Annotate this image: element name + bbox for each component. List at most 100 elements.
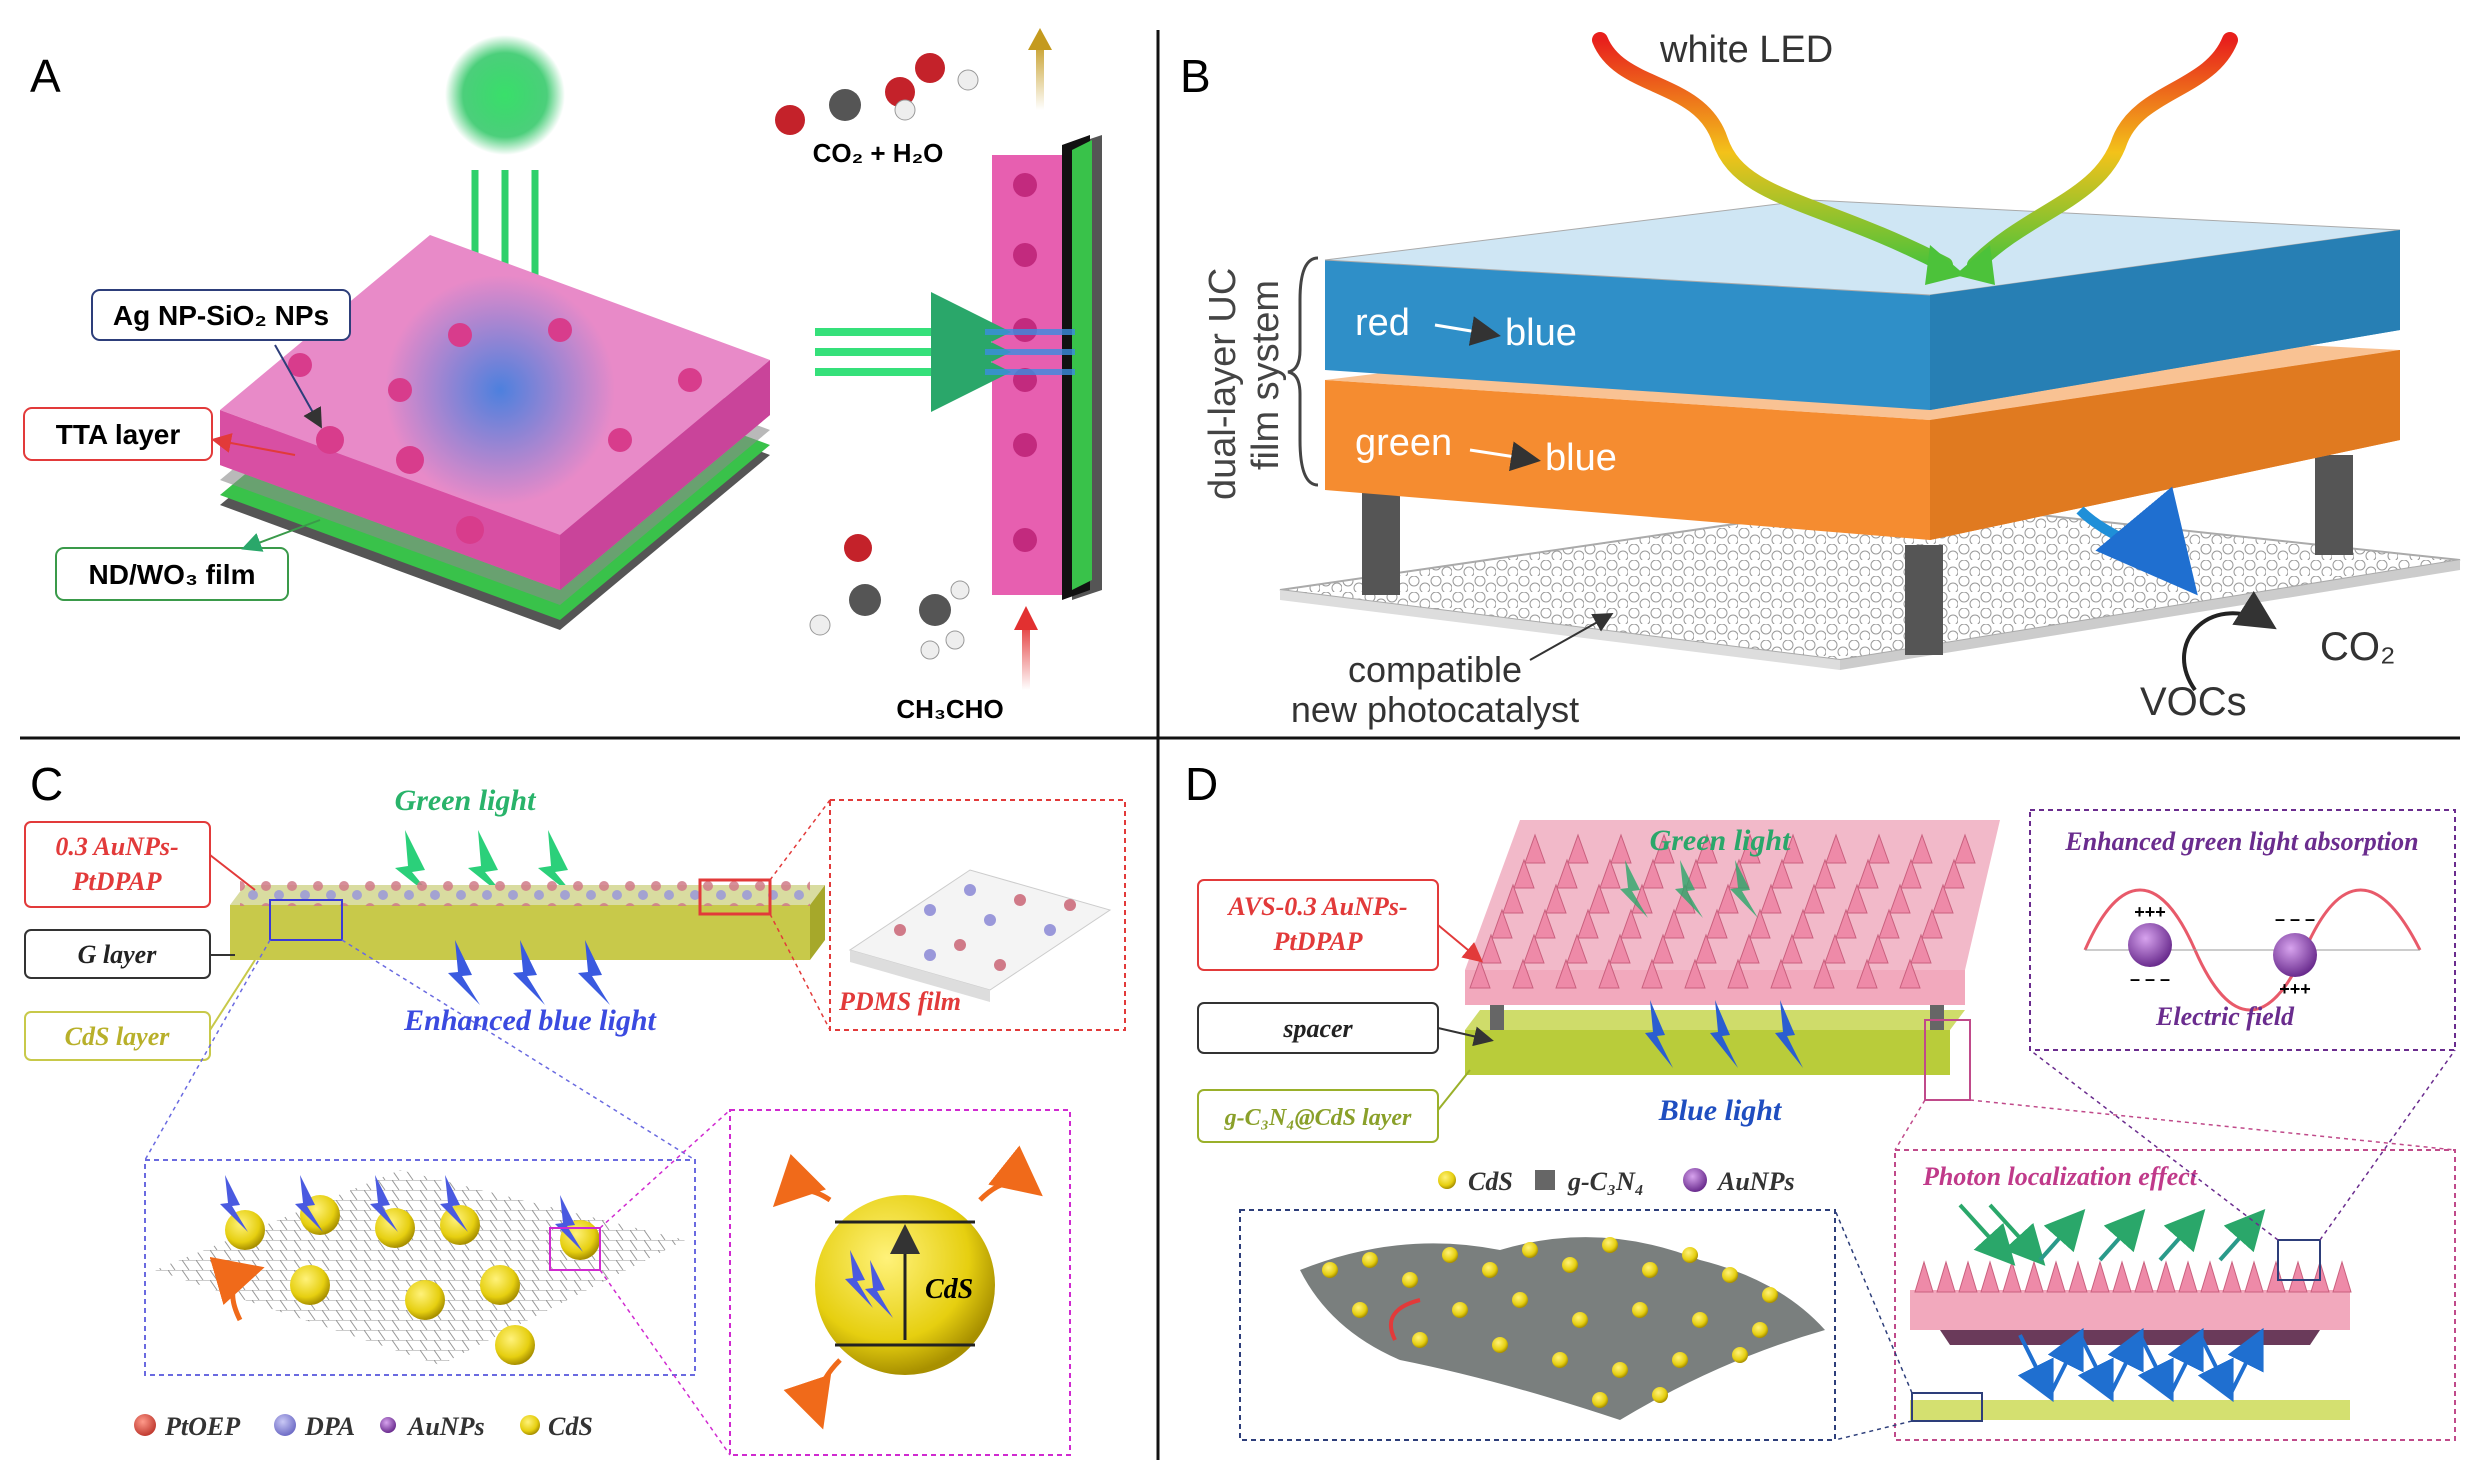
gcn-pointer	[1437, 1069, 1471, 1111]
spacer-post	[1930, 1005, 1944, 1030]
loc-cone	[1914, 1260, 1934, 1293]
loc-cone	[2024, 1260, 2044, 1293]
light-ray	[2167, 1327, 2204, 1396]
g-layer-label: G layer	[78, 940, 158, 969]
zoom-box-gcn	[1911, 1392, 1983, 1422]
photon-loc-label: Photon localization effect	[1922, 1162, 2198, 1191]
au-pointer	[209, 854, 256, 891]
zoom-box-cds	[269, 899, 343, 941]
cds-dot	[1612, 1362, 1628, 1378]
electron-out-arrow-left	[772, 1154, 832, 1208]
loc-cone	[2244, 1260, 2264, 1293]
cds-dot	[1562, 1257, 1578, 1273]
light-ray	[2038, 1209, 2086, 1262]
cone-array-surface	[1465, 820, 2000, 970]
panel-b-letter: B	[1180, 50, 1211, 102]
voc-to-co2-arrow	[2182, 590, 2277, 692]
d-legend-gcn: g-C₃N₄	[1567, 1167, 1644, 1196]
nanocone	[1491, 908, 1513, 939]
nanocone	[1899, 958, 1921, 989]
cds-dot	[1692, 1312, 1708, 1328]
nanocone	[1620, 908, 1642, 939]
red-label: red	[1355, 302, 1410, 344]
light-ray	[2107, 1327, 2144, 1396]
nanocone	[1684, 958, 1706, 989]
legend-marker-au	[1683, 1168, 1707, 1192]
nanocone	[1739, 833, 1761, 864]
co2-h2o-label: CO₂ + H₂O	[813, 138, 944, 168]
panel-d: D Green light Blue light AVS-0.3 AuNPs- …	[1185, 758, 2456, 1441]
light-ray	[1958, 1203, 2016, 1266]
loc-cone	[2266, 1260, 2286, 1293]
nanocone	[1545, 883, 1567, 914]
ag-np-clusters	[288, 318, 702, 544]
loc-light-rays	[1958, 1203, 2266, 1403]
nanocone	[1480, 933, 1502, 964]
loc-cone	[2332, 1260, 2352, 1293]
cds-dot	[1512, 1292, 1528, 1308]
loc-cone	[2112, 1260, 2132, 1293]
nanocone	[1512, 958, 1534, 989]
cds-dot	[1322, 1262, 1338, 1278]
tta-pointer	[211, 433, 296, 456]
red-blue-arrow	[1434, 316, 1501, 346]
nanocone-array	[1469, 833, 1976, 989]
cds-dot	[1592, 1392, 1608, 1408]
nanocone	[1642, 858, 1664, 889]
nanocone	[1943, 858, 1965, 889]
spacer-pointer	[1437, 1026, 1494, 1047]
nanocone	[1524, 833, 1546, 864]
nanocone	[1857, 858, 1879, 889]
compatible-pointer	[1529, 613, 1614, 661]
d-legend-cds: CdS	[1468, 1167, 1513, 1196]
cds-dot	[1402, 1272, 1418, 1288]
cds-dot	[1642, 1262, 1658, 1278]
cds-layer-film	[230, 905, 810, 960]
legend-marker-gcn	[1535, 1170, 1555, 1190]
gcn-top	[1465, 1010, 1965, 1030]
legend-dpa: DPA	[304, 1412, 355, 1441]
gcn-label: g-C₃N₄@CdS layer	[1224, 1105, 1412, 1131]
legend-marker-cds	[1438, 1171, 1456, 1189]
light-ray	[2047, 1327, 2084, 1396]
pdms-edge	[850, 950, 990, 1002]
dual-layer-label-line2: film system	[1245, 280, 1287, 470]
panel-a-letter: A	[30, 50, 61, 102]
loc-gcn-film	[1910, 1400, 2350, 1420]
nanocone	[1695, 933, 1717, 964]
support-leg	[1362, 485, 1400, 595]
legend-ptoep: PtOEP	[164, 1412, 241, 1441]
cds-dot	[1552, 1352, 1568, 1368]
gcn-label-box	[1197, 1089, 1439, 1143]
nanocone	[1717, 883, 1739, 914]
light-ray	[2017, 1334, 2054, 1403]
d-blue-bolts	[1645, 1000, 1803, 1068]
nanocone	[1577, 908, 1599, 939]
zoom-box-cone	[2277, 1239, 2321, 1281]
loc-cone	[1980, 1260, 2000, 1293]
d-green-bolts	[1620, 860, 1758, 918]
nanocone	[1846, 883, 1868, 914]
nanocone	[1803, 883, 1825, 914]
zoom-box-pdms	[698, 878, 772, 916]
sphere-blue-bolts	[845, 1250, 893, 1318]
ag-np-label-box	[91, 289, 351, 341]
nanocone	[1598, 958, 1620, 989]
nd-label: ND/WO₃ film	[89, 559, 256, 590]
white-led-label: white LED	[1659, 29, 1833, 71]
nanocone	[1835, 908, 1857, 939]
pdms-zoom-line	[769, 799, 831, 881]
nanocone	[1706, 908, 1728, 939]
charge-minus-top: – – –	[2275, 909, 2315, 929]
nanocone	[1792, 908, 1814, 939]
graphene-sheet	[155, 1170, 685, 1365]
plate-edge	[1280, 590, 1840, 670]
d-green-light-label: Green light	[1650, 824, 1793, 857]
nanocone	[1610, 833, 1632, 864]
cds-dot	[1492, 1337, 1508, 1353]
legend-marker-aunps	[380, 1417, 396, 1433]
nanocone	[1824, 933, 1846, 964]
nanocone	[1556, 858, 1578, 889]
zoom-line	[2319, 1049, 2456, 1241]
blue-light-bolts	[448, 940, 610, 1005]
